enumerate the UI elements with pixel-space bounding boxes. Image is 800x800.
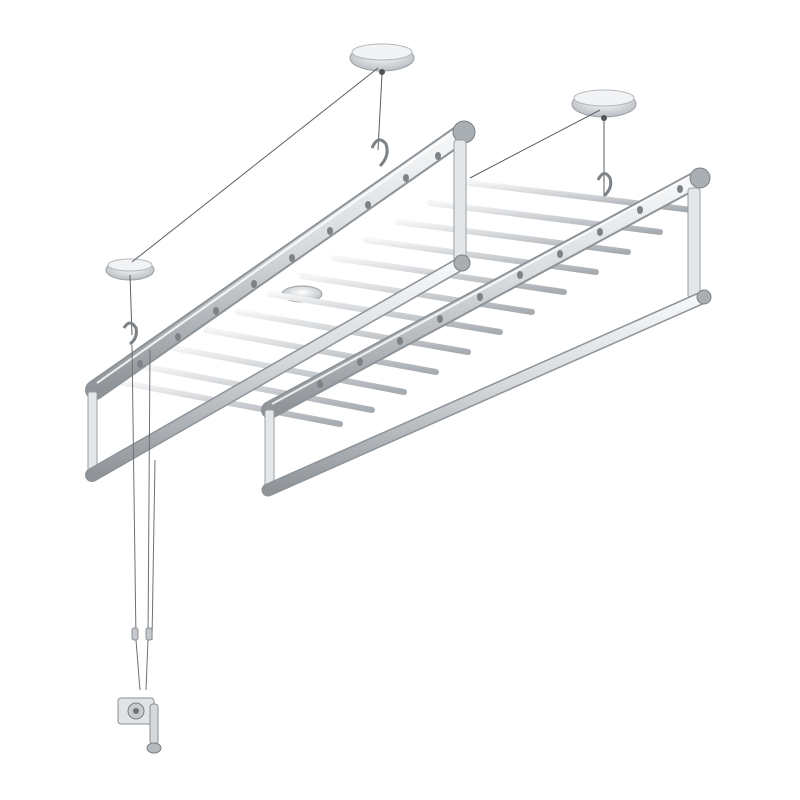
main-tube-right — [261, 167, 711, 419]
tube-holes-right — [317, 185, 683, 388]
lower-rod-right — [261, 289, 712, 497]
bracket-right — [264, 187, 701, 491]
ceiling-mount-back-right — [571, 89, 637, 121]
ceiling-mount-back-left — [349, 43, 415, 75]
tube-holes-left — [137, 152, 441, 368]
main-tube-left — [85, 120, 476, 400]
pulley-hooks — [122, 138, 613, 346]
cord-connectors — [131, 627, 153, 641]
suspension-cables — [129, 67, 605, 336]
hand-crank-winder — [117, 697, 162, 754]
pull-cords — [131, 344, 156, 691]
lower-rod-left — [85, 254, 471, 482]
